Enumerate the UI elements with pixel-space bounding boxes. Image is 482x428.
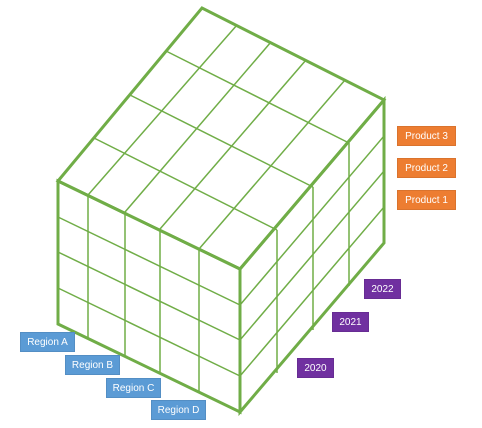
product-label-2: Product 2 xyxy=(397,158,456,178)
product-label-3: Product 3 xyxy=(397,126,456,146)
year-label-2022: 2022 xyxy=(364,279,401,299)
cube-side-face xyxy=(238,95,386,417)
cube-top-face xyxy=(55,6,387,271)
region-label-b: Region B xyxy=(65,355,120,375)
region-label-d: Region D xyxy=(151,400,206,420)
region-label-c: Region C xyxy=(106,378,161,398)
year-label-2021: 2021 xyxy=(332,312,369,332)
region-label-a: Region A xyxy=(20,332,75,352)
year-label-2020: 2020 xyxy=(297,358,334,378)
product-label-1: Product 1 xyxy=(397,190,456,210)
